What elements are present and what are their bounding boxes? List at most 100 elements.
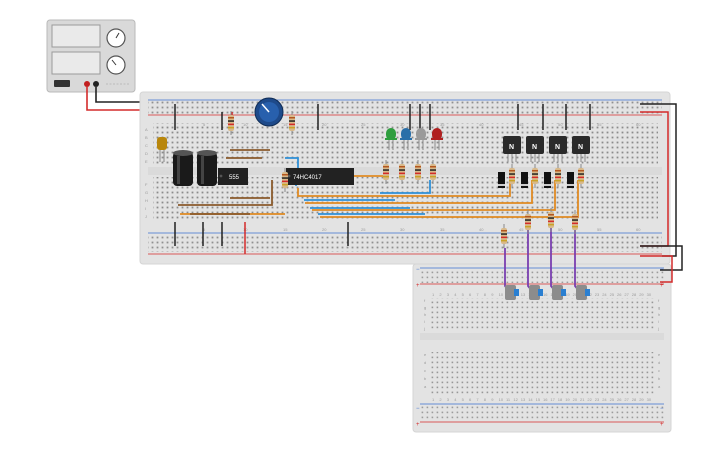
resistor-icon[interactable] [509, 164, 515, 188]
led-grey-icon[interactable] [415, 128, 427, 150]
svg-text:E: E [145, 159, 148, 164]
power-switch[interactable] [54, 80, 70, 87]
svg-text:i: i [658, 319, 659, 324]
svg-text:+: + [660, 422, 664, 428]
lower-column-number: 9 [491, 397, 494, 402]
lower-column-number: 5 [462, 397, 465, 402]
resistor-icon[interactable] [399, 160, 405, 184]
svg-text:D: D [145, 151, 148, 156]
resistor-icon[interactable] [228, 111, 234, 135]
sensors[interactable] [505, 285, 590, 300]
wire-lower-ground[interactable] [640, 245, 683, 271]
lower-column-number: 9 [491, 292, 494, 297]
lower-column-number: 15 [536, 397, 541, 402]
resistor-icon[interactable] [532, 164, 538, 188]
resistor-icon[interactable] [415, 160, 421, 184]
svg-text:55: 55 [597, 122, 602, 127]
svg-text:a: a [424, 384, 427, 389]
wire-lower-power[interactable] [640, 255, 673, 283]
blue-wires[interactable] [285, 157, 431, 215]
svg-text:−: − [416, 406, 420, 412]
lower-column-number: 18 [558, 397, 563, 402]
svg-text:e: e [658, 352, 661, 357]
main-board-row-letters-bottom: F G H I J [145, 182, 148, 219]
lower-column-number: 25 [610, 397, 615, 402]
led-green-icon[interactable] [385, 128, 397, 150]
lower-column-number: 5 [462, 292, 465, 297]
svg-text:50: 50 [558, 122, 563, 127]
lower-column-number: 11 [506, 397, 511, 402]
negative-terminal-icon[interactable] [93, 81, 99, 87]
resistor-icon[interactable] [383, 160, 389, 184]
power-supply[interactable] [46, 19, 136, 93]
ground-jumpers-bottom[interactable] [174, 222, 349, 246]
lower-column-number: 19 [565, 292, 570, 297]
lower-column-number: 1 [432, 397, 435, 402]
potentiometer-icon[interactable] [254, 97, 284, 127]
resistor-icon[interactable] [578, 164, 584, 188]
npn-transistor-icon[interactable]: N [526, 136, 544, 162]
svg-text:20: 20 [322, 122, 327, 127]
svg-text:40: 40 [479, 227, 484, 232]
transistor-label: N [532, 144, 537, 151]
svg-text:30: 30 [400, 122, 405, 127]
svg-text:c: c [658, 368, 660, 373]
lower-column-number: 6 [469, 397, 472, 402]
lower-column-number: 19 [565, 397, 570, 402]
svg-text:15: 15 [283, 122, 288, 127]
led-red-icon[interactable] [431, 128, 443, 150]
lower-column-number: 1 [432, 292, 435, 297]
npn-transistor-icon[interactable]: N [549, 136, 567, 162]
resistor-icon[interactable] [430, 160, 436, 184]
svg-text:b: b [658, 376, 661, 381]
counter-74hc4017-chip[interactable]: 74HC4017 [286, 168, 354, 185]
electrolytic-capacitor-2-icon[interactable] [197, 150, 217, 186]
main-board-row-letters-top: A B C D E [145, 127, 148, 164]
lower-column-number: 20 [573, 397, 578, 402]
resistor-icon[interactable] [548, 208, 554, 232]
resistors[interactable] [228, 111, 584, 248]
lower-column-number: 30 [647, 292, 652, 297]
lower-column-number: 16 [543, 397, 548, 402]
ceramic-capacitor-icon[interactable] [157, 137, 167, 162]
resistor-icon[interactable] [289, 111, 295, 135]
svg-text:60: 60 [636, 122, 641, 127]
npn-transistor-icon[interactable]: N [503, 136, 521, 162]
resistor-icon[interactable] [525, 210, 531, 234]
diodes[interactable] [498, 172, 574, 188]
svg-text:H: H [145, 198, 148, 203]
svg-text:A: A [145, 127, 148, 132]
timer-555-chip[interactable]: 555 [218, 168, 248, 185]
svg-text:20: 20 [322, 227, 327, 232]
lower-column-number: 27 [624, 397, 629, 402]
svg-text:f: f [658, 298, 660, 303]
svg-text:25: 25 [361, 227, 366, 232]
resistor-icon[interactable] [572, 210, 578, 234]
led-blue-icon[interactable] [400, 128, 412, 150]
brown-wires[interactable] [178, 149, 273, 215]
resistor-icon[interactable] [282, 168, 288, 192]
svg-text:10: 10 [243, 122, 248, 127]
electrolytic-capacitor-1-icon[interactable] [173, 150, 193, 186]
lower-column-number: 13 [521, 397, 526, 402]
svg-text:35: 35 [440, 122, 445, 127]
lower-column-number: 17 [550, 397, 555, 402]
leds[interactable] [385, 128, 443, 150]
svg-text:j: j [423, 326, 425, 331]
lower-column-number: 7 [476, 292, 479, 297]
resistor-icon[interactable] [555, 164, 561, 188]
svg-text:5: 5 [203, 227, 206, 232]
positive-terminal-icon[interactable] [84, 81, 90, 87]
svg-text:h: h [424, 312, 426, 317]
svg-text:40: 40 [479, 122, 484, 127]
lower-column-number: 8 [484, 397, 487, 402]
svg-text:−: − [416, 267, 420, 273]
npn-transistor-icon[interactable]: N [572, 136, 590, 162]
ground-jumpers-top[interactable] [174, 104, 591, 130]
svg-text:d: d [424, 360, 426, 365]
lower-column-number: 26 [617, 397, 622, 402]
resistor-icon[interactable] [501, 224, 507, 248]
timer-555-label: 555 [229, 175, 240, 181]
